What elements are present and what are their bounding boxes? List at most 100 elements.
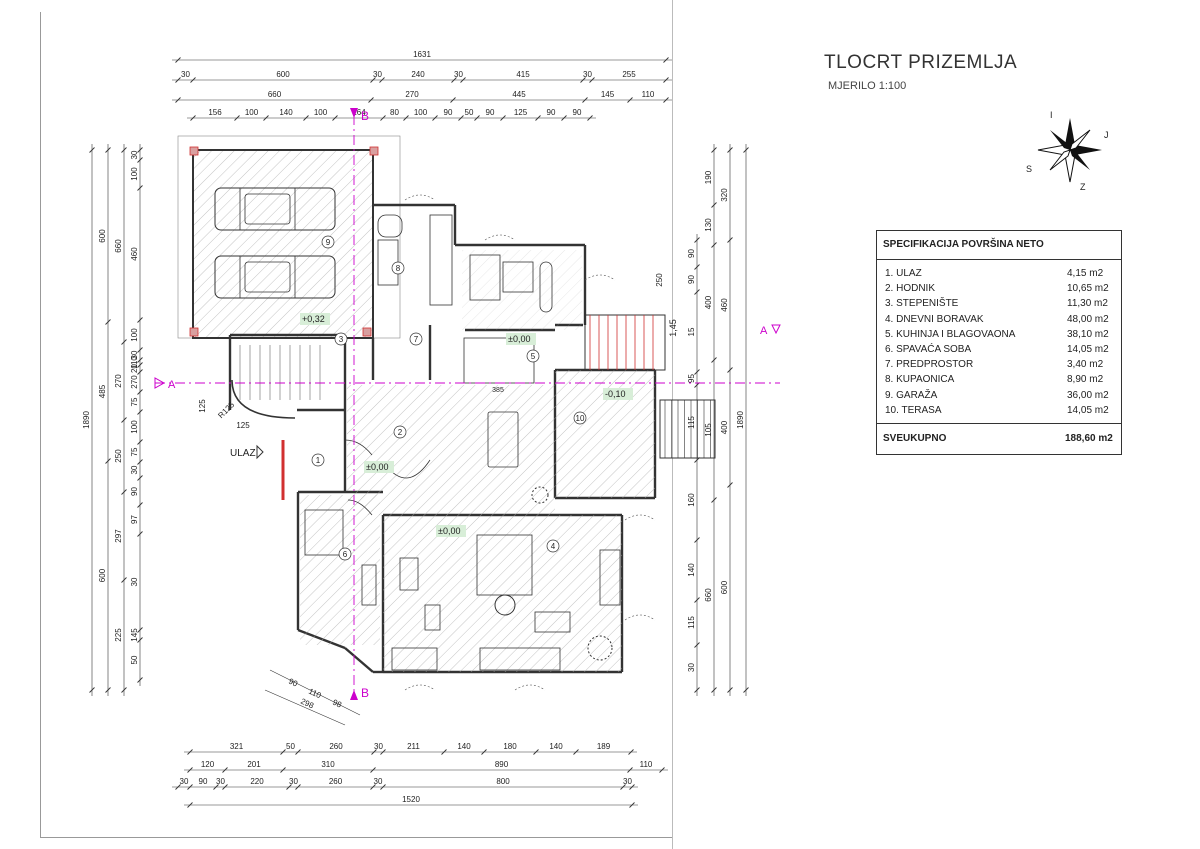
room-number: 9 bbox=[326, 238, 331, 247]
dim-tick bbox=[627, 767, 633, 773]
dim-label: 90 bbox=[199, 777, 208, 786]
dim-label: 164 bbox=[352, 108, 366, 117]
dim-label: 100 bbox=[130, 420, 139, 434]
room-number-circle bbox=[546, 539, 560, 553]
dim-label: 890 bbox=[495, 760, 509, 769]
dim-tick bbox=[263, 115, 269, 121]
dim-tick bbox=[694, 369, 700, 375]
dim-label: 30 bbox=[623, 777, 632, 786]
dim-label: 220 bbox=[250, 777, 264, 786]
dim-label: 180 bbox=[503, 742, 517, 751]
dim-label: 30 bbox=[180, 777, 189, 786]
room-number: 8 bbox=[396, 264, 401, 273]
dim-label: 30 bbox=[373, 70, 382, 79]
wardrobe bbox=[361, 564, 377, 606]
dim-label: 385 bbox=[492, 387, 504, 394]
dim-tick bbox=[137, 317, 143, 323]
room-number-circle bbox=[334, 332, 348, 346]
dim-tick bbox=[481, 749, 487, 755]
spec-room-name: 3. STEPENIŠTE bbox=[885, 298, 959, 310]
dim-tick bbox=[727, 367, 733, 373]
compass-needle bbox=[1070, 145, 1102, 155]
spec-room-name: 1. ULAZ bbox=[885, 268, 922, 279]
dim-label: 110 bbox=[130, 356, 139, 369]
car-roof bbox=[244, 193, 291, 225]
dim-tick bbox=[105, 147, 111, 153]
dim-label: 110 bbox=[640, 760, 653, 769]
section-label-a-left: A bbox=[168, 379, 176, 391]
dim-tick bbox=[371, 749, 377, 755]
dim-label: 75 bbox=[130, 397, 139, 406]
room-number-circle bbox=[526, 349, 540, 363]
dim-tick bbox=[587, 115, 593, 121]
terrace-steps bbox=[659, 399, 716, 459]
kitchen-counter bbox=[469, 254, 501, 301]
dim-tick bbox=[743, 687, 749, 693]
dim-label: 270 bbox=[114, 374, 123, 388]
dim-label: 90 bbox=[547, 108, 556, 117]
wall-column bbox=[189, 146, 199, 156]
dim-tick bbox=[694, 237, 700, 243]
dim-tick bbox=[628, 749, 634, 755]
dim-tick bbox=[629, 802, 635, 808]
dim-tick bbox=[629, 784, 635, 790]
dim-label: 125 bbox=[198, 399, 207, 413]
dim-label: 30 bbox=[130, 577, 139, 586]
dim-tick bbox=[137, 459, 143, 465]
dim-tick bbox=[711, 497, 717, 503]
dim-label: 95 bbox=[687, 374, 696, 383]
section-label-b-bottom: B bbox=[361, 686, 369, 700]
dim-label: 30 bbox=[687, 663, 696, 672]
dim-tick bbox=[663, 57, 669, 63]
plant bbox=[531, 486, 549, 504]
section-marker-b-top bbox=[350, 108, 358, 118]
spec-room-name: 4. DNEVNI BORAVAK bbox=[885, 313, 984, 325]
dim-tick bbox=[137, 475, 143, 481]
dim-label: 400 bbox=[704, 295, 713, 309]
room-number-circle bbox=[573, 411, 587, 425]
kitchen-counter bbox=[429, 214, 453, 306]
dim-label: 320 bbox=[720, 188, 729, 202]
dim-label: 125 bbox=[514, 108, 528, 117]
car-outline bbox=[214, 187, 336, 231]
dim-tick bbox=[727, 482, 733, 488]
dim-tick bbox=[295, 749, 301, 755]
dim-tick bbox=[458, 115, 464, 121]
dim-tick bbox=[89, 147, 95, 153]
dim-label: 140 bbox=[279, 108, 293, 117]
dim-tick bbox=[303, 115, 309, 121]
dim-tick bbox=[121, 147, 127, 153]
dim-label: 160 bbox=[687, 493, 696, 507]
room-number-circle bbox=[311, 453, 325, 467]
compass-letter: I bbox=[1050, 110, 1053, 120]
dim-tick bbox=[694, 642, 700, 648]
room-number: 5 bbox=[531, 352, 536, 361]
dim-label: 260 bbox=[329, 777, 343, 786]
level-kitchen-bg bbox=[506, 333, 536, 345]
dim-label: 90 bbox=[287, 677, 299, 689]
dim-tick bbox=[175, 97, 181, 103]
dim-tick bbox=[368, 97, 374, 103]
level-kitchen: ±0,00 bbox=[508, 334, 530, 344]
room-number: 10 bbox=[576, 414, 585, 423]
dim-label: 140 bbox=[687, 563, 696, 577]
dim-label: 90 bbox=[687, 275, 696, 284]
dim-label: 297 bbox=[114, 529, 123, 543]
dim-tick bbox=[627, 97, 633, 103]
entrance-label: ULAZ bbox=[230, 448, 256, 459]
dim-label: 20 bbox=[130, 364, 139, 373]
dim-tick bbox=[280, 767, 286, 773]
level-terrace-bg bbox=[603, 388, 633, 400]
dim-label: 250 bbox=[114, 449, 123, 463]
dim-label: 110 bbox=[642, 90, 655, 99]
dim-tick bbox=[663, 97, 669, 103]
dim-label: 415 bbox=[516, 70, 530, 79]
dim-tick bbox=[187, 802, 193, 808]
armchair bbox=[424, 604, 441, 631]
dim-tick bbox=[379, 77, 385, 83]
dim-tick bbox=[694, 289, 700, 295]
